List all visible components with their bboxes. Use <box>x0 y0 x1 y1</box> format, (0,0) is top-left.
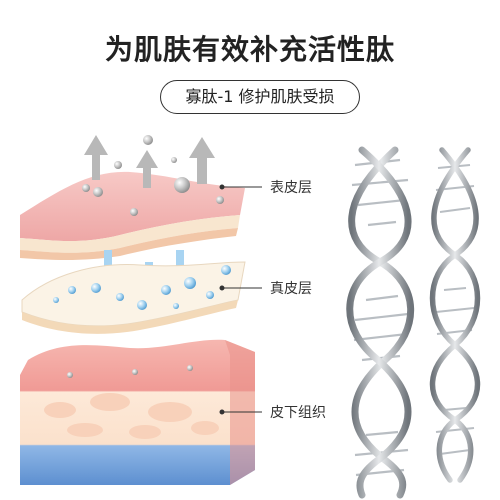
label-epidermis: 表皮层 <box>270 180 312 196</box>
dna-helix-icon <box>429 147 481 483</box>
dermis-layer <box>21 261 246 334</box>
page-title: 为肌肤有效补充活性肽 <box>104 33 395 66</box>
dna-helix-icon <box>346 146 415 499</box>
up-arrow-icon <box>84 135 215 188</box>
subcutaneous-layer <box>20 339 255 485</box>
epidermis-layer <box>20 171 245 260</box>
label-subcutaneous: 皮下组织 <box>270 405 326 421</box>
label-dermis: 真皮层 <box>270 281 312 297</box>
label-leaders <box>219 184 262 415</box>
subtitle-pill: 寡肽-1 修护肌肤受损 <box>160 80 360 114</box>
molecule-spheres <box>82 135 177 192</box>
